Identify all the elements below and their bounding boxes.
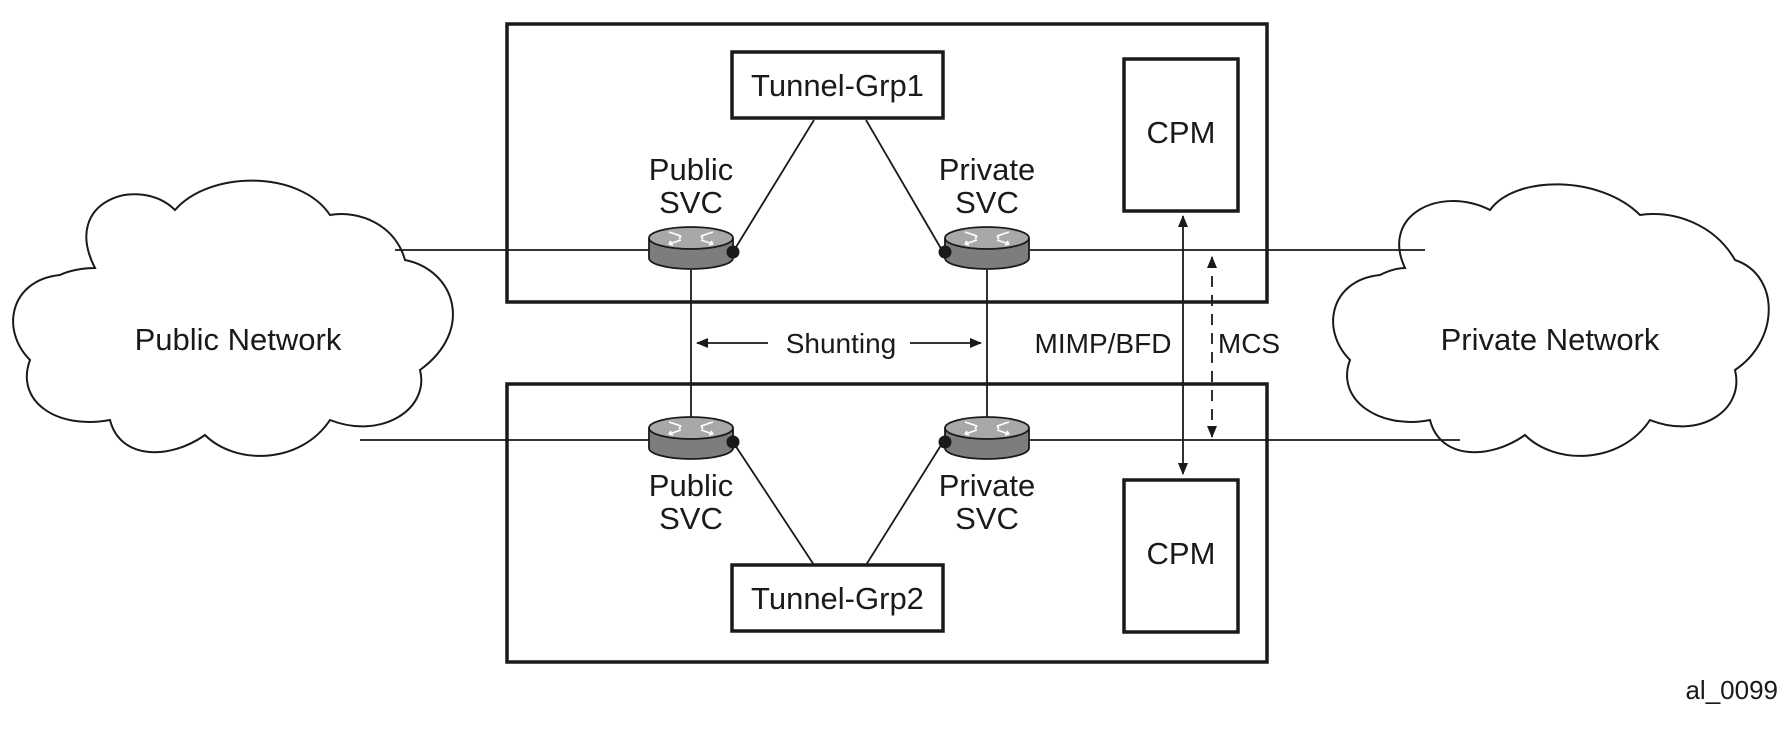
top-private-svc-label: Private SVC bbox=[939, 152, 1035, 220]
cpm-bottom-box: CPM bbox=[1122, 478, 1240, 634]
bottom-public-svc-label: Public SVC bbox=[649, 468, 733, 536]
svg-text:SVC: SVC bbox=[659, 501, 723, 536]
network-links bbox=[360, 249, 1460, 441]
svg-text:SVC: SVC bbox=[659, 185, 723, 220]
tunnel-grp2-box: Tunnel-Grp2 bbox=[730, 563, 945, 633]
bottom-public-svc-router bbox=[648, 416, 740, 460]
tunnel-grp1-box: Tunnel-Grp1 bbox=[730, 50, 945, 120]
router-icon bbox=[648, 226, 734, 270]
svg-text:Public: Public bbox=[649, 468, 733, 503]
mimp-bfd-label: MIMP/BFD bbox=[1035, 328, 1172, 359]
bottom-private-svc-router bbox=[938, 416, 1030, 460]
svg-text:Public: Public bbox=[649, 152, 733, 187]
port-dot bbox=[938, 245, 952, 259]
tg1-private-line bbox=[865, 119, 944, 253]
tunnel-grp1-label: Tunnel-Grp1 bbox=[751, 68, 924, 103]
port-dot bbox=[938, 435, 952, 449]
bottom-private-svc-label: Private SVC bbox=[939, 468, 1035, 536]
cpm-bottom-label: CPM bbox=[1147, 536, 1216, 571]
cloud-icon bbox=[1332, 183, 1770, 457]
svg-text:Private: Private bbox=[939, 152, 1035, 187]
port-dot bbox=[726, 245, 740, 259]
tunnel-grp2-label: Tunnel-Grp2 bbox=[751, 581, 924, 616]
cpm-top-box: CPM bbox=[1122, 57, 1240, 213]
mcs-label: MCS bbox=[1218, 328, 1280, 359]
svg-text:SVC: SVC bbox=[955, 501, 1019, 536]
svg-text:Private: Private bbox=[939, 468, 1035, 503]
top-private-svc-router bbox=[938, 226, 1030, 270]
private-network-label: Private Network bbox=[1441, 322, 1660, 357]
svg-text:SVC: SVC bbox=[955, 185, 1019, 220]
port-dot bbox=[726, 435, 740, 449]
shunting-label: Shunting bbox=[786, 328, 897, 359]
router-icon bbox=[648, 416, 734, 460]
tg1-public-line bbox=[732, 119, 815, 253]
public-network-label: Public Network bbox=[135, 322, 342, 357]
tg2-private-line bbox=[865, 441, 944, 566]
top-public-svc-label: Public SVC bbox=[649, 152, 733, 220]
top-system-box bbox=[505, 22, 1269, 304]
router-icon bbox=[944, 416, 1030, 460]
cloud-icon bbox=[12, 179, 454, 457]
tg2-public-line bbox=[732, 441, 815, 566]
figure-id: al_0099 bbox=[1685, 675, 1778, 705]
public-network-cloud: Public Network bbox=[12, 179, 454, 457]
cpm-top-label: CPM bbox=[1147, 115, 1216, 150]
bottom-system-box bbox=[505, 382, 1269, 664]
router-icon bbox=[944, 226, 1030, 270]
tunnel-links bbox=[732, 119, 944, 566]
private-network-cloud: Private Network bbox=[1332, 183, 1770, 457]
top-public-svc-router bbox=[648, 226, 740, 270]
